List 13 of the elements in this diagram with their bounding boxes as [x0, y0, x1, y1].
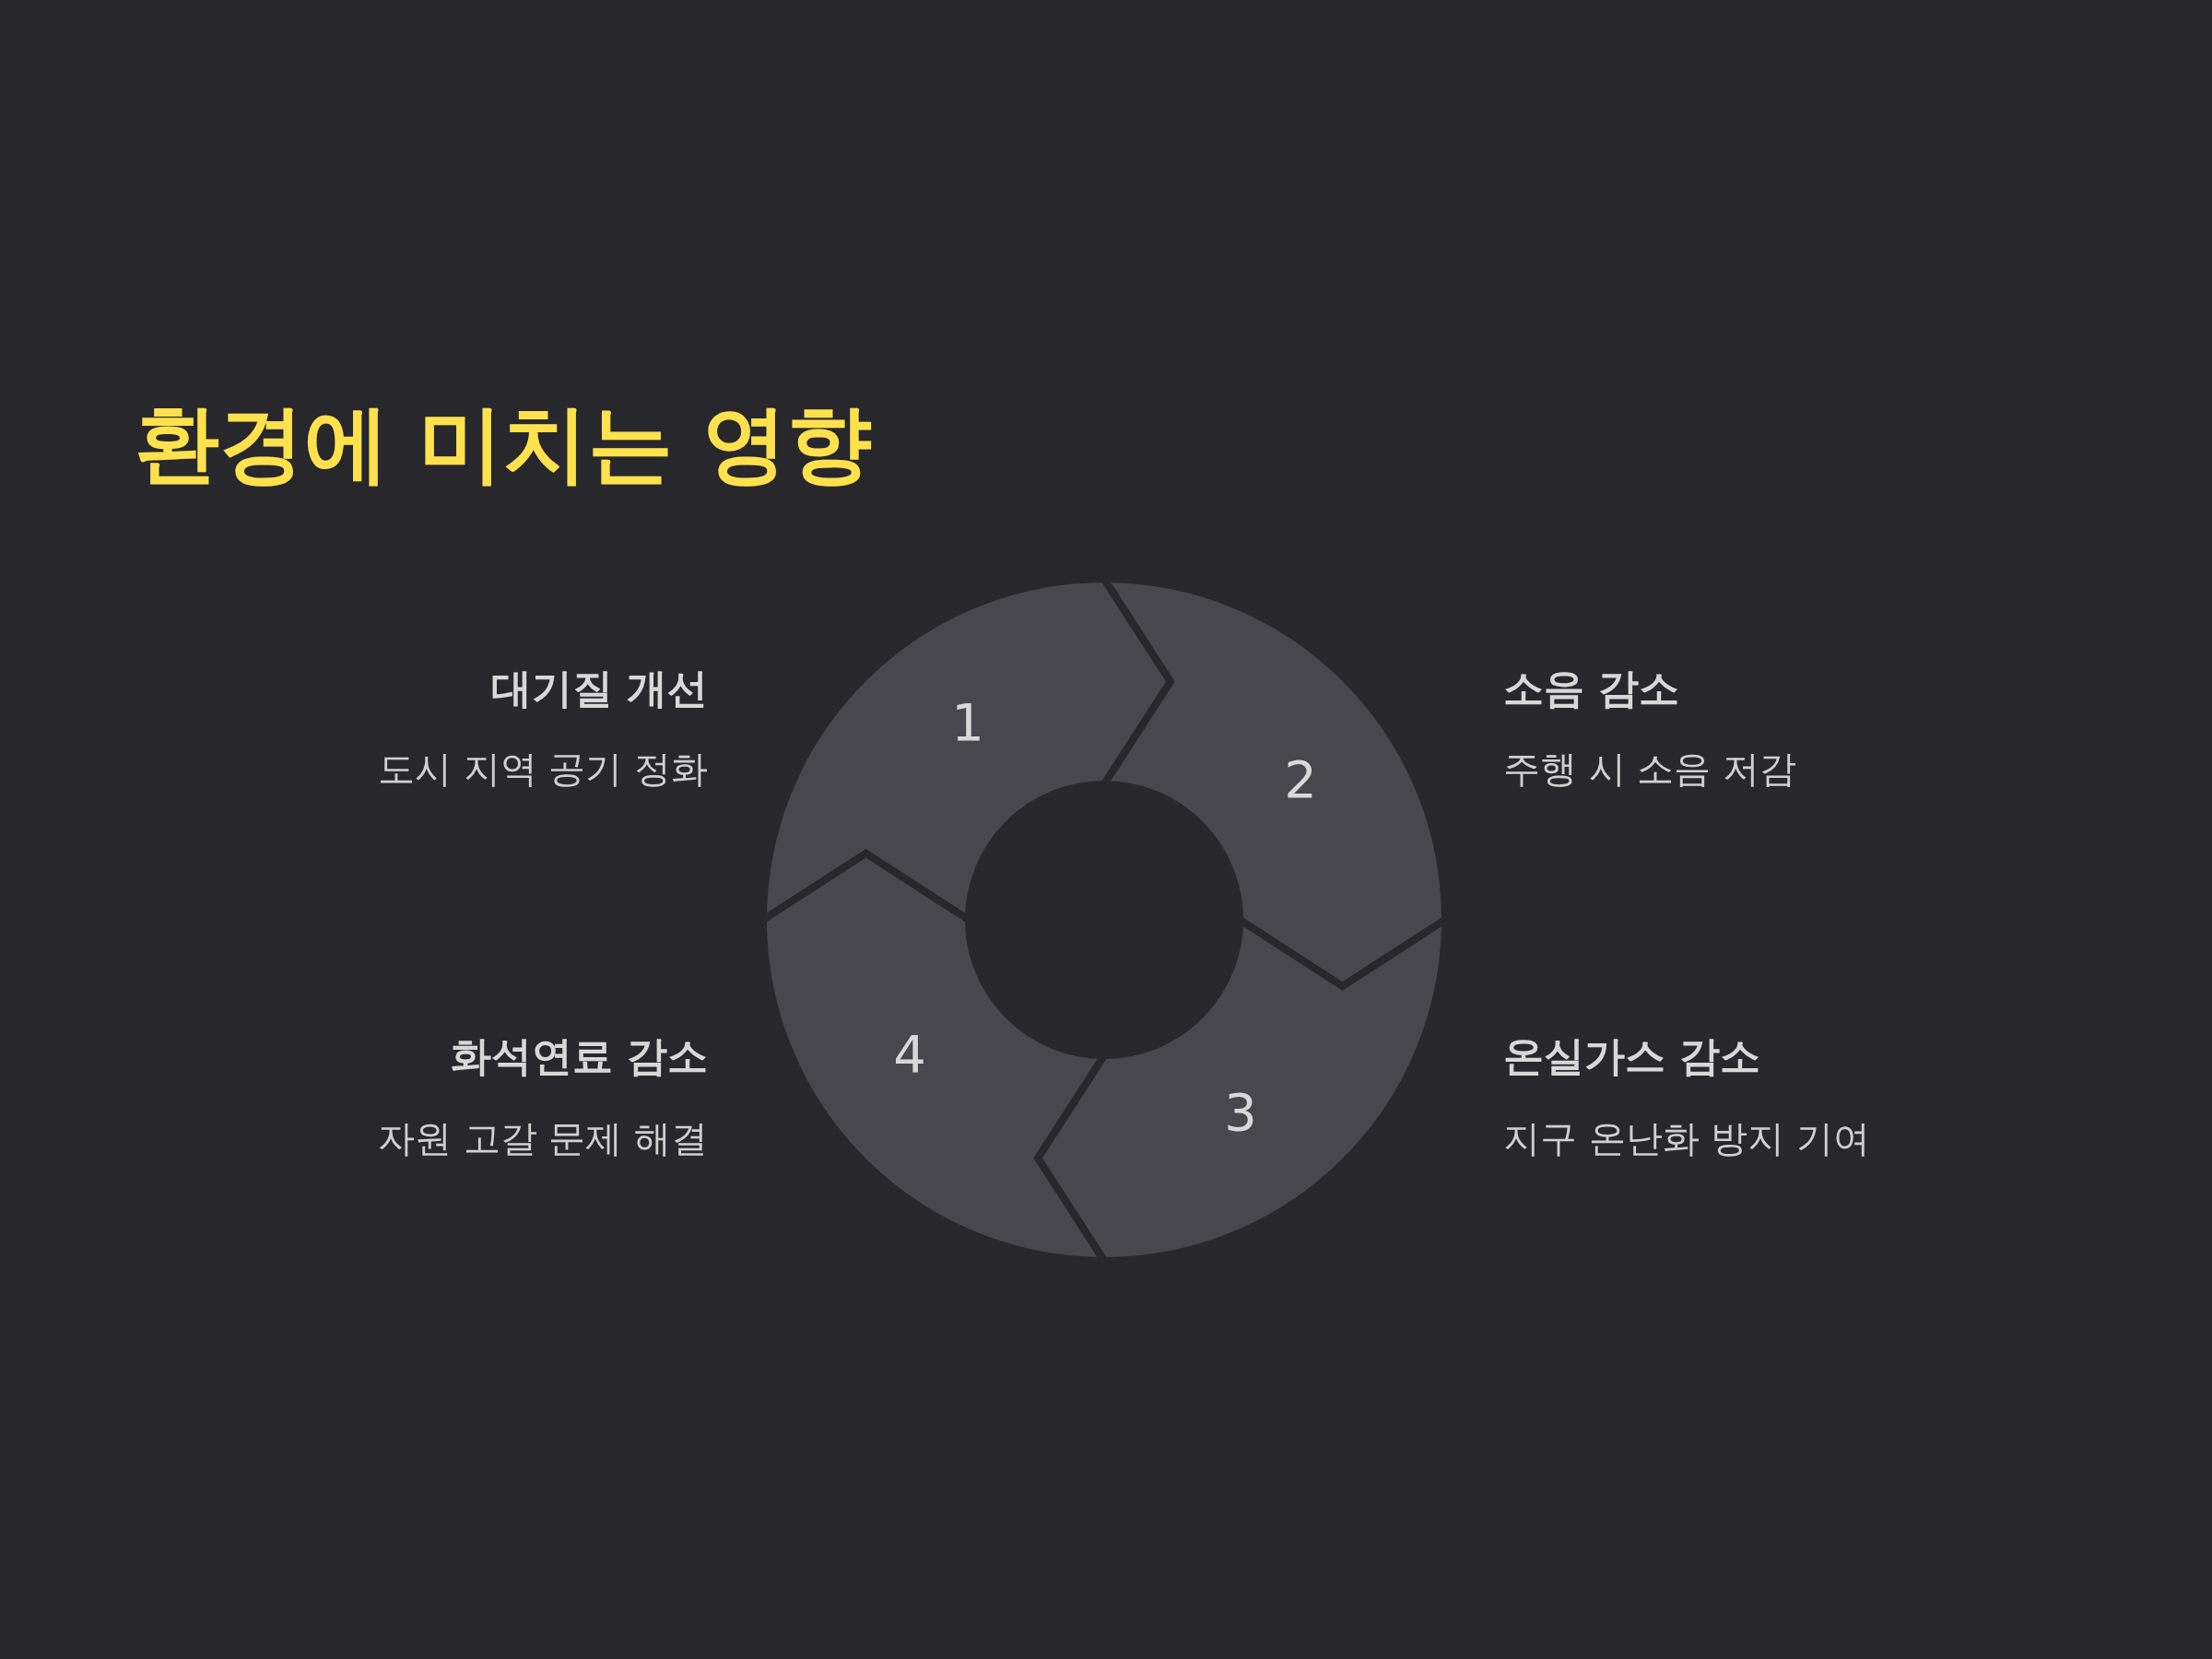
item-heading: 화석연료 감소 [450, 1030, 708, 1081]
item-heading: 대기질 개선 [490, 663, 708, 713]
item-description: 도시 지역 공기 정화 [377, 746, 708, 792]
item-heading: 온실가스 감소 [1503, 1030, 1761, 1081]
item-description: 지구 온난화 방지 기여 [1503, 1115, 1871, 1161]
step-number: 3 [1224, 1081, 1257, 1142]
item-description: 자원 고갈 문제 해결 [377, 1115, 708, 1161]
step-number: 4 [893, 1023, 926, 1084]
step-number: 2 [1284, 748, 1317, 809]
item-heading: 소음 감소 [1503, 663, 1680, 713]
slide-title: 환경에 미치는 영향 [135, 394, 873, 495]
item-description: 주행 시 소음 저감 [1503, 746, 1797, 792]
step-number: 1 [951, 691, 984, 752]
